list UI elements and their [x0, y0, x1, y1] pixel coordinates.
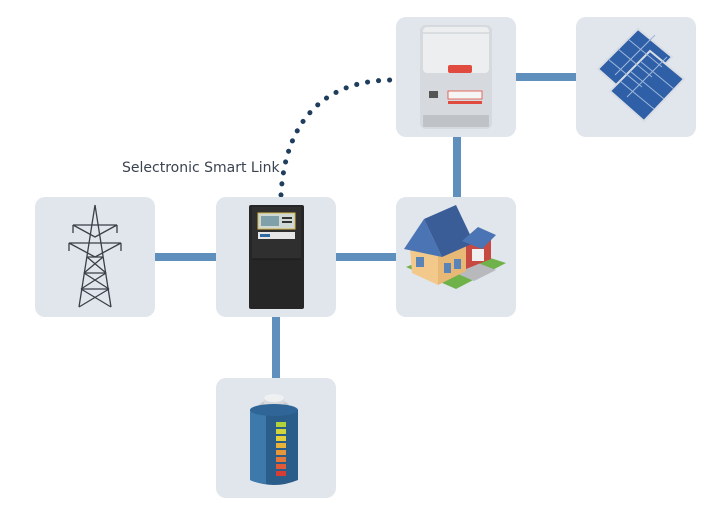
connector-pvinverter-solar: [515, 73, 577, 81]
connector-inverter-house: [335, 253, 397, 261]
pv-inverter-tile: [396, 17, 516, 137]
house-tile: [396, 197, 516, 317]
smart-link-label: Selectronic Smart Link: [122, 160, 280, 176]
house-icon: [404, 205, 506, 289]
connector-pvinverter-house: [453, 136, 461, 198]
grid-tile: [35, 197, 155, 317]
solar-panel-icon: [596, 27, 686, 123]
battery-icon: [250, 394, 298, 485]
connector-inverter-battery: [272, 316, 280, 378]
fronius-inverter-icon: [420, 25, 492, 129]
connector-grid-inverter: [155, 253, 217, 261]
solar-panels-tile: [576, 17, 696, 137]
selectronic-inverter-icon: [249, 205, 304, 309]
battery-tile: [216, 378, 336, 498]
hybrid-inverter-tile: [216, 197, 336, 317]
transmission-tower-icon: [68, 204, 122, 308]
